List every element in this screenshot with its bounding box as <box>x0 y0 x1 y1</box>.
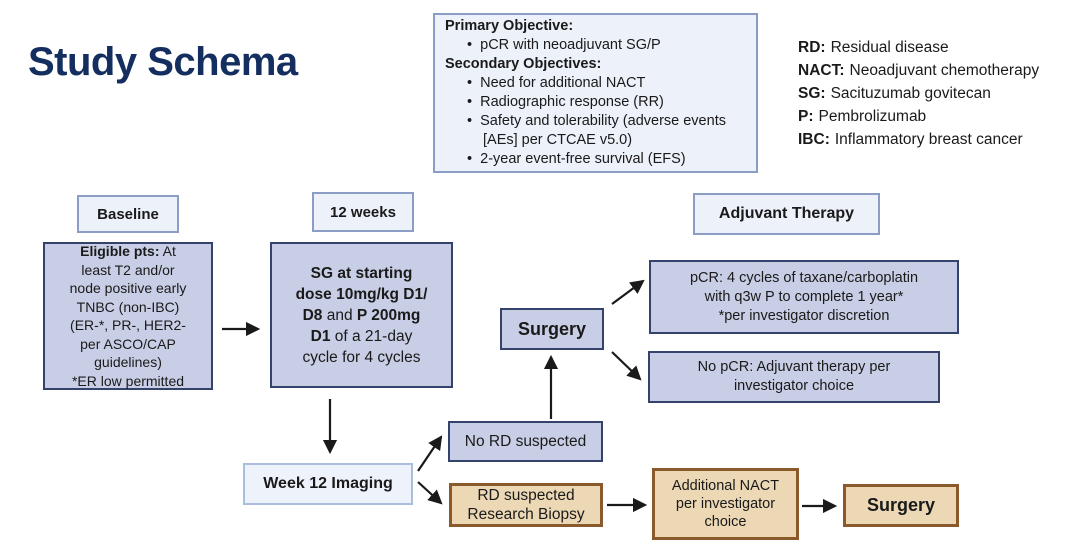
abbreviation-row: RD:Residual disease <box>798 36 1039 59</box>
objective-item: Radiographic response (RR) <box>445 93 746 112</box>
objectives-box: Primary Objective: pCR with neoadjuvant … <box>433 13 758 173</box>
text-segment: At least T2 and/or node positive early T… <box>69 243 187 389</box>
abbr-term: NACT: <box>798 62 845 79</box>
secondary-objectives-heading: Secondary Objectives: <box>445 56 602 72</box>
abbr-term: SG: <box>798 85 826 102</box>
abbr-definition: Inflammatory breast cancer <box>834 131 1023 148</box>
text-segment: and <box>326 306 357 324</box>
page-title: Study Schema <box>28 40 298 84</box>
twelve-weeks-stage-label: 12 weeks <box>312 192 414 232</box>
primary-objective-heading: Primary Objective: <box>445 18 574 34</box>
adjuvant-therapy-stage-label: Adjuvant Therapy <box>693 193 880 235</box>
abbr-definition: Pembrolizumab <box>818 108 927 125</box>
week12-imaging-box: Week 12 Imaging <box>243 463 413 505</box>
arrow-surgery-to-pcr <box>611 279 645 305</box>
arrow-week12-to-no-rd <box>417 435 443 472</box>
abbreviation-row: NACT:Neoadjuvant chemotherapy <box>798 59 1039 82</box>
rd-suspected-biopsy-box: RD suspected Research Biopsy <box>449 483 603 527</box>
additional-nact-box: Additional NACT per investigator choice <box>652 468 799 540</box>
abbr-term: RD: <box>798 39 826 56</box>
abbr-term: IBC: <box>798 131 830 148</box>
text-segment: Eligible pts: <box>80 243 160 259</box>
arrow-surgery-to-no-pcr <box>611 351 642 381</box>
abbreviation-row: P:Pembrolizumab <box>798 105 1039 128</box>
text-segment: of a 21-day cycle for 4 cycles <box>302 327 421 366</box>
abbr-term: P: <box>798 108 814 125</box>
objective-item: 2-year event-free survival (EFS) <box>445 150 746 169</box>
pcr-outcome-box: pCR: 4 cycles of taxane/carboplatin with… <box>649 260 959 334</box>
secondary-objective-list: Need for additional NACT Radiographic re… <box>445 74 746 169</box>
abbreviation-row: IBC:Inflammatory breast cancer <box>798 128 1039 151</box>
objective-item: Need for additional NACT <box>445 74 746 93</box>
text-segment: P 200mg D1 <box>310 306 421 345</box>
objective-item: pCR with neoadjuvant SG/P <box>445 36 746 55</box>
abbr-definition: Residual disease <box>830 39 949 56</box>
baseline-stage-label: Baseline <box>77 195 179 233</box>
no-pcr-outcome-box: No pCR: Adjuvant therapy per investigato… <box>648 351 940 403</box>
abbreviation-row: SG:Sacituzumab govitecan <box>798 82 1039 105</box>
surgery-box: Surgery <box>500 308 604 350</box>
abbr-definition: Sacituzumab govitecan <box>830 85 991 102</box>
text-segment: SG at starting dose 10mg/kg D1/ D8 <box>295 264 428 324</box>
surgery-after-nact-box: Surgery <box>843 484 959 527</box>
objective-item: Safety and tolerability (adverse events … <box>445 112 746 150</box>
primary-objective-list: pCR with neoadjuvant SG/P <box>445 36 746 55</box>
abbreviation-legend: RD:Residual disease NACT:Neoadjuvant che… <box>798 36 1039 151</box>
arrow-week12-to-rd <box>417 481 443 505</box>
abbr-definition: Neoadjuvant chemotherapy <box>849 62 1040 79</box>
no-rd-suspected-box: No RD suspected <box>448 421 603 462</box>
eligibility-criteria-box: Eligible pts: At least T2 and/or node po… <box>43 242 213 390</box>
sg-treatment-box: SG at starting dose 10mg/kg D1/ D8 and P… <box>270 242 453 388</box>
